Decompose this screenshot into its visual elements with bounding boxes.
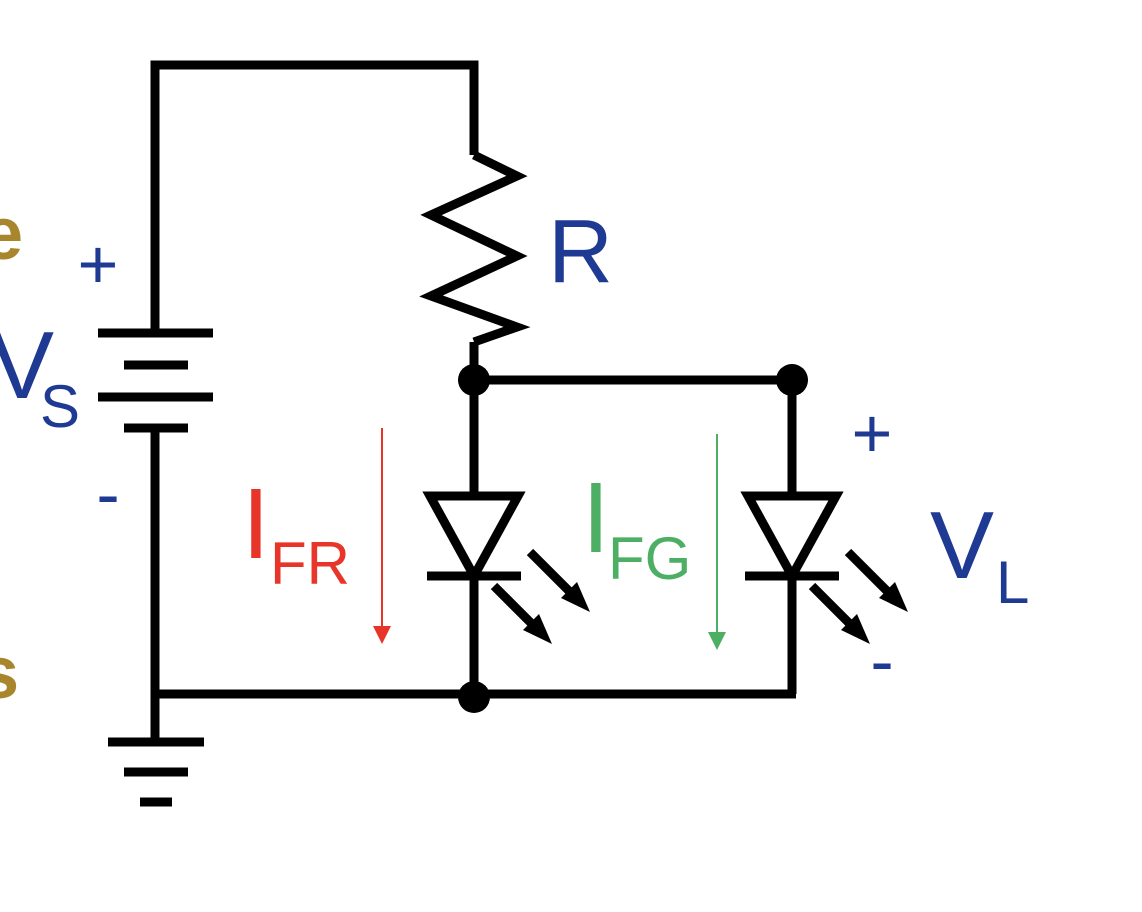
source-voltage-main: V [0,312,54,419]
green-current-arrow [708,434,726,650]
led-minus-sign: - [870,622,893,700]
red-current-label-sub: FR [270,530,350,597]
green-current-label-sub: FG [608,525,691,592]
red-current-label-main: I [242,468,270,580]
source-minus-sign: - [96,455,119,533]
node-top-right [776,364,808,396]
led-plus-sign: + [852,394,893,472]
battery-icon [98,328,213,433]
wire-top-loop [150,60,479,330]
source-plus-sign: + [78,225,119,303]
source-voltage-subscript: S [40,373,80,440]
resistor-icon [419,150,531,347]
ground-icon [108,737,204,807]
red-current-arrow [373,428,391,644]
green-current-label-main: I [582,462,610,574]
cropped-left-text-bottom: s [0,631,19,714]
cropped-left-text-top: e [0,192,23,275]
green-led-icon [740,491,908,644]
led-voltage-label-main: V [930,492,994,599]
node-bottom [458,681,490,713]
circuit-wires [150,60,797,742]
red-led-icon [422,491,590,644]
led-voltage-label-sub: L [996,549,1029,616]
node-top-left [458,364,490,396]
source-voltage-label: V [0,312,54,419]
resistor-label: R [548,202,613,302]
